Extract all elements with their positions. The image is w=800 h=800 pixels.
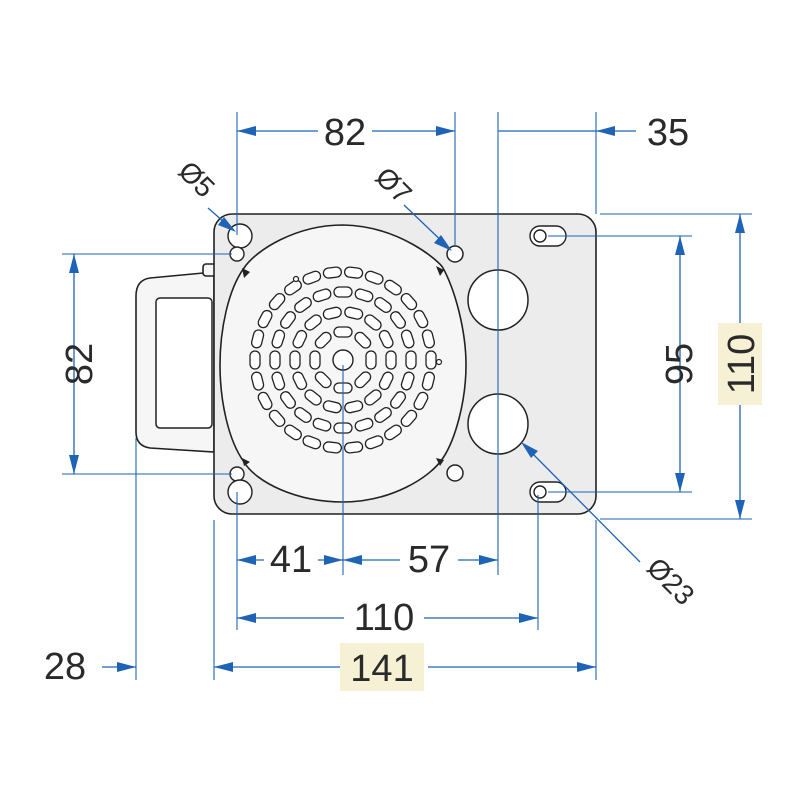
highlight-110	[718, 323, 762, 405]
grille-slot	[322, 306, 342, 320]
grille-slot	[384, 424, 402, 441]
grille-slot	[405, 350, 417, 370]
grille-slot	[400, 409, 418, 428]
grille-slot	[279, 391, 297, 409]
dim-bottom-57: 57	[408, 539, 450, 581]
grille-slot	[364, 389, 382, 406]
dim-bottom-41: 41	[270, 539, 312, 581]
grille-slot	[384, 279, 402, 296]
grille-slot	[312, 417, 332, 432]
extension-lines	[62, 112, 752, 680]
grille-slot	[385, 350, 397, 370]
dim-right-95: 95	[659, 343, 701, 385]
keyhole-slot-bottom-left	[227, 466, 253, 505]
grille-slot	[344, 400, 364, 414]
small-hole-bottom	[446, 464, 464, 482]
dim-top-35: 35	[647, 112, 689, 154]
grille-slot	[268, 409, 286, 428]
grille-slot	[365, 350, 377, 370]
grille-slot	[354, 288, 374, 303]
grille-slot	[374, 406, 392, 424]
grille-slot	[292, 329, 308, 349]
dim-top-82: 82	[324, 112, 366, 154]
grille-slot	[312, 288, 332, 303]
grille-slot	[250, 371, 265, 391]
grille-slot	[249, 350, 261, 370]
grille-slot	[322, 266, 343, 279]
caster-plate-part	[135, 112, 597, 575]
grille-slot	[343, 441, 364, 454]
grille-slot	[400, 371, 415, 391]
grille-slot	[389, 391, 407, 409]
highlight-141	[340, 643, 424, 691]
brake-tab-window	[155, 297, 213, 429]
grille-slot	[314, 371, 332, 389]
grille-slot	[257, 309, 273, 329]
grille-slot	[304, 389, 322, 406]
grille-slot	[294, 296, 312, 314]
grille-dot	[435, 358, 443, 366]
grille-slot	[425, 350, 437, 370]
grille-slot	[289, 350, 301, 370]
dim-dia-5: Ø5	[173, 155, 221, 203]
grille-slot	[302, 435, 322, 450]
grille-slot	[314, 331, 332, 349]
grille-slot	[374, 296, 392, 314]
grille-slot	[333, 326, 353, 338]
grille-slot	[421, 329, 436, 349]
grille-slot	[413, 391, 429, 411]
grille-slot	[279, 311, 297, 329]
dim-right-110: 110	[721, 334, 763, 395]
grille-slot	[294, 406, 312, 424]
housing-notches	[242, 266, 444, 466]
grille-slot	[344, 306, 364, 320]
grille-slot	[364, 314, 382, 331]
grille-slot	[354, 331, 372, 349]
grille-slot	[322, 441, 343, 454]
grille-slot	[354, 417, 374, 432]
grille-slot	[333, 286, 353, 298]
grille-slot	[378, 329, 394, 349]
grille-slot	[400, 329, 415, 349]
grille-slot	[378, 371, 394, 391]
grille-slot	[343, 266, 364, 279]
dimension-lines	[69, 126, 745, 672]
grille-slot	[257, 391, 273, 411]
dim-bottom-110: 110	[354, 597, 415, 639]
grille-slot	[364, 270, 384, 285]
dim-dia-7: Ø7	[370, 161, 418, 209]
grille-slot	[364, 435, 384, 450]
dim-left-82: 82	[59, 343, 101, 385]
dim-bottom-28: 28	[44, 646, 86, 688]
grille-slot	[284, 279, 302, 296]
grille-slot	[309, 350, 321, 370]
dim-bottom-141: 141	[350, 648, 413, 690]
grille-slot	[292, 371, 308, 391]
grille-slot	[268, 292, 286, 311]
grille-slot	[322, 400, 342, 414]
grille-slot	[413, 309, 429, 329]
grille-slot	[421, 371, 436, 391]
grille-dot	[292, 275, 300, 283]
dim-dia-23: Ø23	[641, 552, 700, 611]
grille-slot	[269, 350, 281, 370]
grille-slot	[302, 270, 322, 285]
grille-slot	[400, 292, 418, 311]
grille-slot	[354, 371, 372, 389]
grille-slot	[271, 371, 286, 391]
vent-grille	[249, 266, 443, 454]
grille-slot	[284, 424, 302, 441]
grille-slot	[250, 329, 265, 349]
grille-slot	[389, 311, 407, 329]
grille-slot	[271, 329, 286, 349]
grille-slot	[304, 314, 322, 331]
